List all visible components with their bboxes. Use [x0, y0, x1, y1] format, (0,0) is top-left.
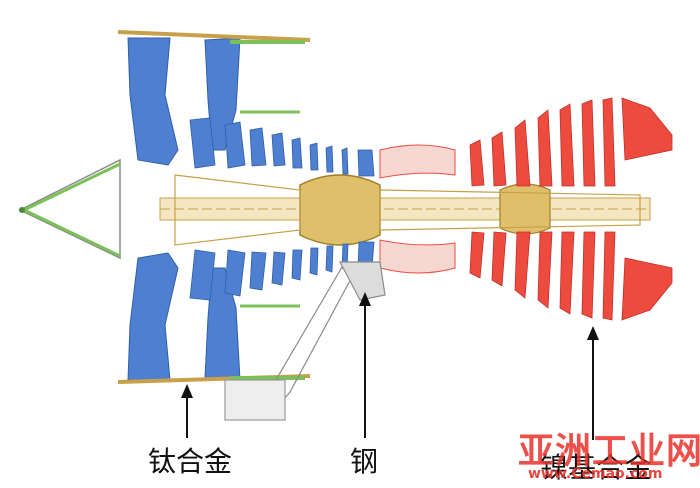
arrow-steel	[359, 292, 371, 438]
arrow-nickel	[587, 326, 599, 440]
label-titanium-alloy: 钛合金	[148, 445, 233, 478]
label-nickel-alloy: 镍基合金	[540, 451, 653, 484]
compressor-titanium	[189, 117, 375, 301]
hp-section	[379, 144, 456, 274]
watermark-url: www.Cemao.com	[528, 466, 663, 482]
watermark-logo: 亚洲工业网	[518, 431, 700, 472]
gearbox-strut-steel	[224, 261, 386, 421]
arrow-titanium	[181, 384, 193, 438]
turbine-nickel	[469, 97, 673, 321]
nacelle-composite	[117, 30, 311, 384]
label-steel: 钢	[350, 445, 379, 478]
spinner-cone	[18, 158, 121, 260]
fan-blades-titanium	[127, 37, 241, 381]
shaft-steel	[159, 174, 651, 246]
